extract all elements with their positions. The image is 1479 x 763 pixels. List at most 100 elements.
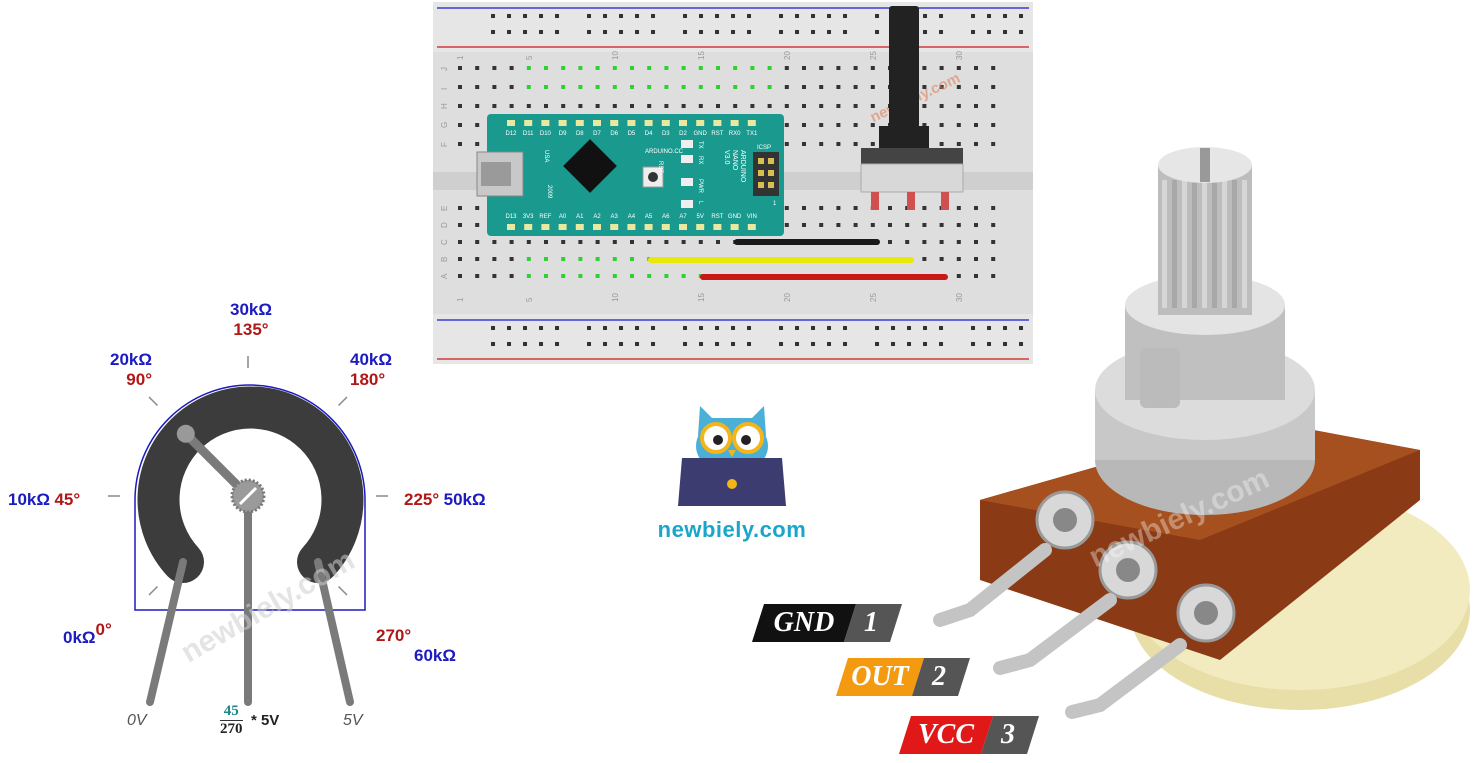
breadboard-hole	[544, 85, 548, 89]
rail-hole	[555, 14, 559, 18]
housing-outline	[134, 384, 366, 611]
rail-hole	[747, 30, 751, 34]
ohm-label: 0kΩ	[63, 628, 96, 647]
pin-num-bg	[912, 658, 970, 696]
column-number-bottom: 5	[525, 297, 534, 302]
breadboard-hole	[991, 66, 996, 70]
pot-leg-3	[941, 192, 949, 210]
pot-shaft	[889, 6, 919, 128]
pin-name: OUT	[851, 661, 909, 692]
rail-hole	[923, 14, 927, 18]
pin-tag-out: OUT 2	[836, 658, 970, 696]
top-power-rail	[433, 2, 1033, 52]
breadboard-hole	[819, 223, 824, 227]
bottom-power-rail	[433, 314, 1033, 364]
breadboard-hole	[509, 274, 514, 278]
rail-hole	[699, 342, 703, 346]
breadboard-hole	[991, 85, 996, 89]
breadboard-hole	[905, 240, 910, 244]
arduino-pin-label: REF	[539, 214, 551, 220]
pin-tag-gnd: GND 1	[752, 604, 902, 642]
breadboard-hole	[974, 274, 978, 278]
column-number-bottom: 20	[783, 293, 792, 302]
rail-hole	[939, 326, 943, 330]
row-letter-bottom: E	[440, 206, 449, 211]
shaft-ridge	[1232, 180, 1237, 308]
breadboard-hole	[544, 104, 548, 108]
rail-hole	[523, 326, 527, 330]
rail-hole	[923, 342, 927, 346]
breadboard-hole	[647, 274, 652, 278]
breadboard-hole	[492, 104, 497, 108]
breadboard-hole	[578, 240, 583, 244]
shaft-ridge	[1222, 180, 1227, 308]
breadboard-hole	[888, 223, 892, 227]
rail-hole	[779, 14, 783, 18]
rst-label: RST	[657, 161, 663, 173]
arduino-pin-label: D8	[576, 131, 584, 137]
breadboard-hole	[974, 123, 978, 127]
deg-label: 90°	[126, 370, 152, 389]
rail-hole	[523, 30, 527, 34]
breadboard-hole	[509, 66, 514, 70]
rail-hole	[555, 326, 559, 330]
arduino-pin-label: A7	[679, 214, 687, 220]
pin-tag-shape	[752, 604, 902, 642]
column-number-top: 25	[869, 51, 878, 60]
rail-hole	[1019, 326, 1023, 330]
resistive-track	[137, 386, 364, 583]
rail-hole	[795, 326, 799, 330]
breadboard-hole	[595, 66, 600, 70]
arduino-pin-label: D9	[559, 131, 567, 137]
formula-denominator: 270	[220, 721, 243, 737]
breadboard-hole	[475, 66, 480, 70]
rail-hole	[635, 14, 639, 18]
breadboard-hole	[526, 240, 531, 244]
arduino-pin-label: D12	[505, 131, 517, 137]
pin-name-bg	[752, 604, 856, 642]
breadboard-hole	[750, 66, 755, 70]
arduino-pin-pad	[747, 224, 756, 230]
breadboard-hole	[974, 206, 978, 210]
rail-hole	[699, 326, 703, 330]
breadboard-hole	[475, 240, 480, 244]
pin-name: GND	[773, 607, 835, 638]
breadboard-hole	[784, 123, 789, 127]
breadboard-hole	[784, 104, 789, 108]
arduino-pin-pad	[593, 224, 601, 230]
breadboard-hole	[475, 85, 480, 89]
breadboard-hole	[750, 85, 755, 89]
icsp-label: ICSP	[757, 145, 771, 151]
breadboard-hole	[458, 85, 462, 89]
breadboard-hole	[458, 142, 462, 146]
breadboard-hole	[939, 257, 944, 261]
breadboard-hole	[802, 142, 806, 146]
breadboard-hole	[630, 104, 634, 108]
icsp-pin	[758, 182, 764, 188]
breadboard-hole	[767, 104, 772, 108]
arduino-pin-pad	[610, 120, 619, 126]
shaft-knurling	[1162, 180, 1247, 308]
breadboard-hole	[612, 274, 617, 278]
breadboard-hole	[956, 66, 961, 70]
breadboard-hole	[561, 274, 566, 278]
breadboard-hole	[681, 274, 686, 278]
breadboard-hole	[922, 104, 927, 108]
breadboard-hole	[630, 274, 634, 278]
pin-tag-shape	[836, 658, 970, 696]
column-number-bottom: 10	[611, 293, 620, 302]
rail-hole	[683, 14, 687, 18]
breadboard-hole	[974, 142, 978, 146]
column-number-bottom: 30	[955, 293, 964, 302]
rail-hole	[587, 342, 591, 346]
arduino-pin-pad	[730, 120, 739, 126]
rail-hole	[795, 342, 799, 346]
arduino-pin-pad	[541, 224, 550, 230]
arduino-pin-pad	[507, 224, 515, 230]
rail-hole	[587, 30, 591, 34]
breadboard-hole	[578, 274, 583, 278]
pin-num-bg	[844, 604, 902, 642]
rail-hole	[507, 14, 511, 18]
model-line: NANO	[731, 150, 738, 171]
